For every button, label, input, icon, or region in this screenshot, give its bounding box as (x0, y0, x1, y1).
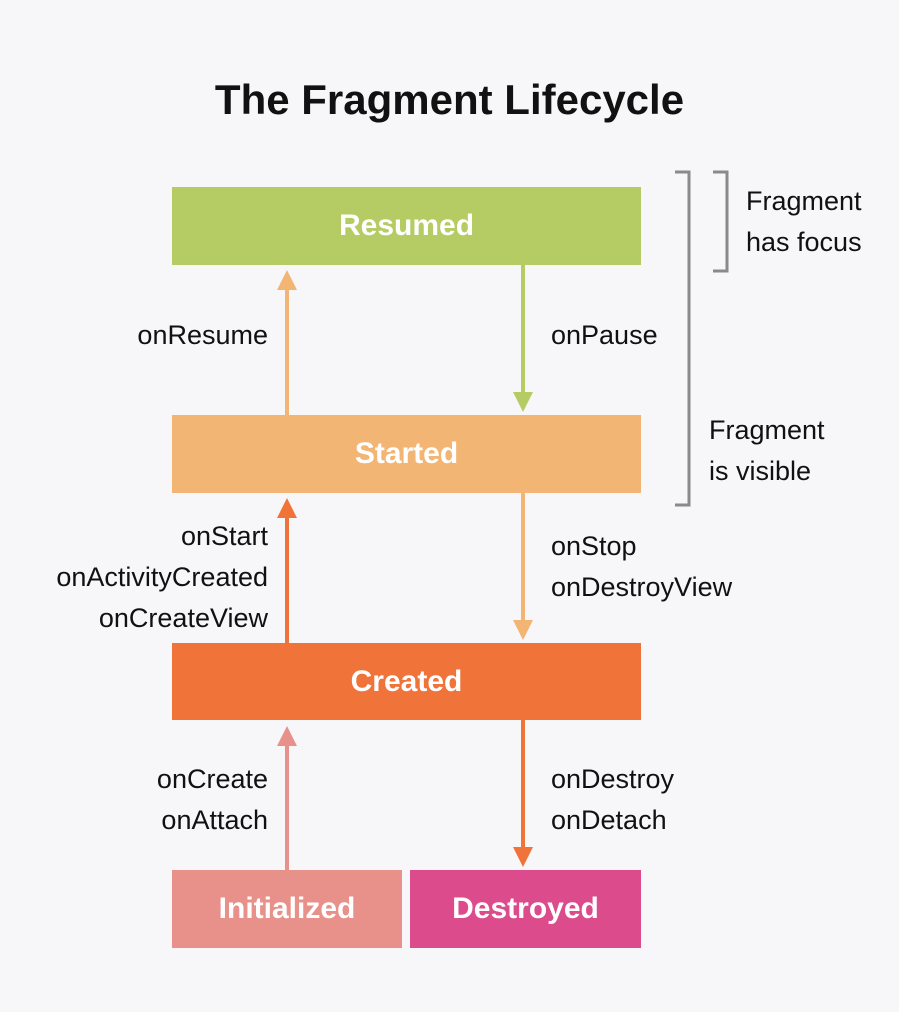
label-on-detach: onDetach (551, 805, 667, 835)
label-on-pause: onPause (551, 320, 658, 350)
arrow-on-resume (277, 270, 297, 415)
annotation-visible-line1: Fragment (709, 415, 825, 445)
label-on-attach: onAttach (161, 805, 268, 835)
label-on-create-group: onCreate onAttach (157, 759, 268, 841)
state-started: Started (172, 415, 641, 493)
label-on-destroy: onDestroy (551, 764, 675, 794)
label-on-create: onCreate (156, 764, 268, 794)
label-on-create-view: onCreateView (98, 603, 268, 633)
arrow-on-destroy (513, 720, 533, 867)
label-on-stop: onStop (551, 531, 637, 561)
arrow-on-start (277, 498, 297, 643)
diagram-title: The Fragment Lifecycle (214, 76, 685, 123)
state-created: Created (172, 643, 641, 720)
label-on-stop-group: onStop onDestroyView (551, 526, 732, 608)
label-on-activity-created: onActivityCreated (56, 562, 268, 592)
label-on-start-group: onStart onActivityCreated onCreateView (56, 516, 268, 639)
annotation-is-visible: Fragment is visible (709, 410, 825, 492)
annotation-visible-line2: is visible (709, 456, 812, 486)
bracket-focus (713, 170, 729, 273)
state-destroyed: Destroyed (410, 870, 641, 948)
label-on-destroy-group: onDestroy onDetach (551, 759, 674, 841)
annotation-focus-line1: Fragment (746, 186, 862, 216)
label-on-destroy-view: onDestroyView (551, 572, 733, 602)
annotation-has-focus: Fragment has focus (746, 181, 862, 263)
state-resumed: Resumed (172, 187, 641, 265)
bracket-visible (675, 170, 691, 507)
annotation-focus-line2: has focus (746, 227, 862, 257)
state-initialized: Initialized (172, 870, 402, 948)
arrow-on-pause (513, 265, 533, 412)
label-on-resume: onResume (137, 320, 268, 350)
arrow-on-stop (513, 493, 533, 640)
arrow-on-create (277, 726, 297, 870)
label-on-start: onStart (180, 521, 268, 551)
